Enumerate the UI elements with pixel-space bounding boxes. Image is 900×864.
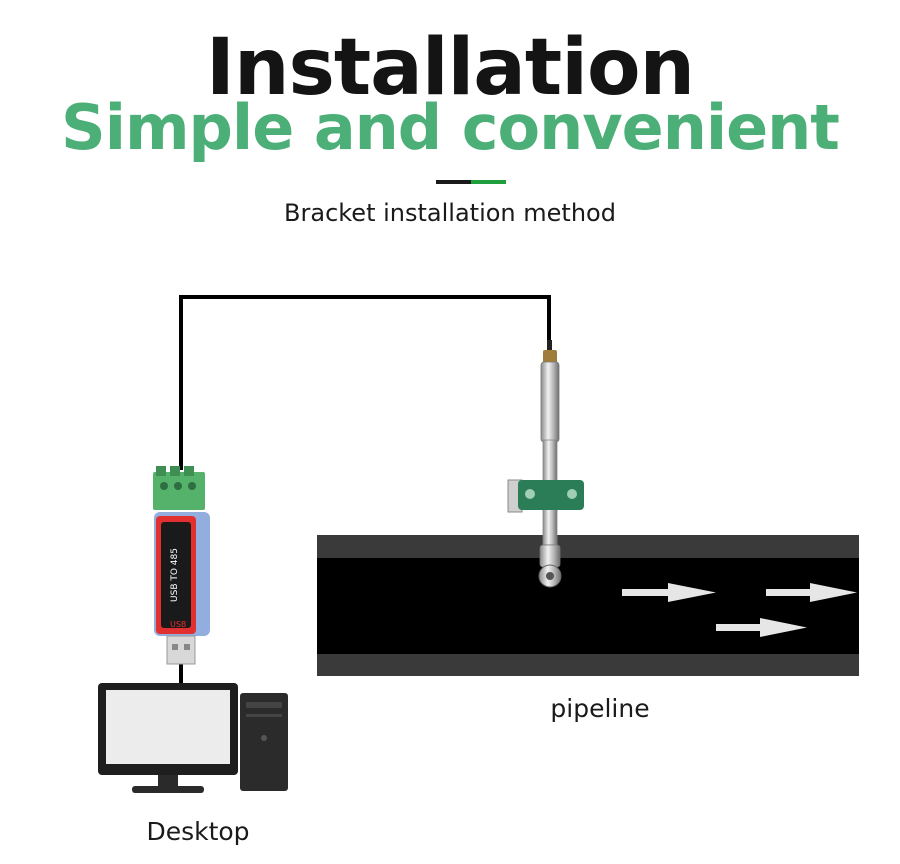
usb-rs485-adapter-icon: USB TO 485 USB [153, 466, 210, 665]
adapter-label: USB TO 485 [170, 548, 180, 602]
pipeline [317, 535, 859, 676]
flow-arrow-icon [716, 618, 807, 637]
desktop-computer-icon [98, 683, 288, 793]
page-title: Installation [205, 23, 695, 113]
desktop-label: Desktop [146, 817, 250, 846]
pipe-interior [317, 558, 859, 654]
divider-dark [436, 180, 471, 184]
title-divider [436, 180, 506, 184]
pipe-bottom-wall [317, 654, 859, 676]
flow-arrow-icon [622, 583, 716, 602]
page-subtitle: Simple and convenient [61, 91, 840, 164]
method-caption: Bracket installation method [284, 199, 616, 227]
pipe-top-wall [317, 535, 859, 558]
flow-arrow-icon [766, 583, 857, 602]
adapter-brand: USB [170, 620, 186, 629]
pipeline-label: pipeline [550, 694, 650, 723]
probe-sensor-icon [507, 340, 584, 588]
divider-green [471, 180, 506, 184]
connection-cable [179, 295, 551, 470]
